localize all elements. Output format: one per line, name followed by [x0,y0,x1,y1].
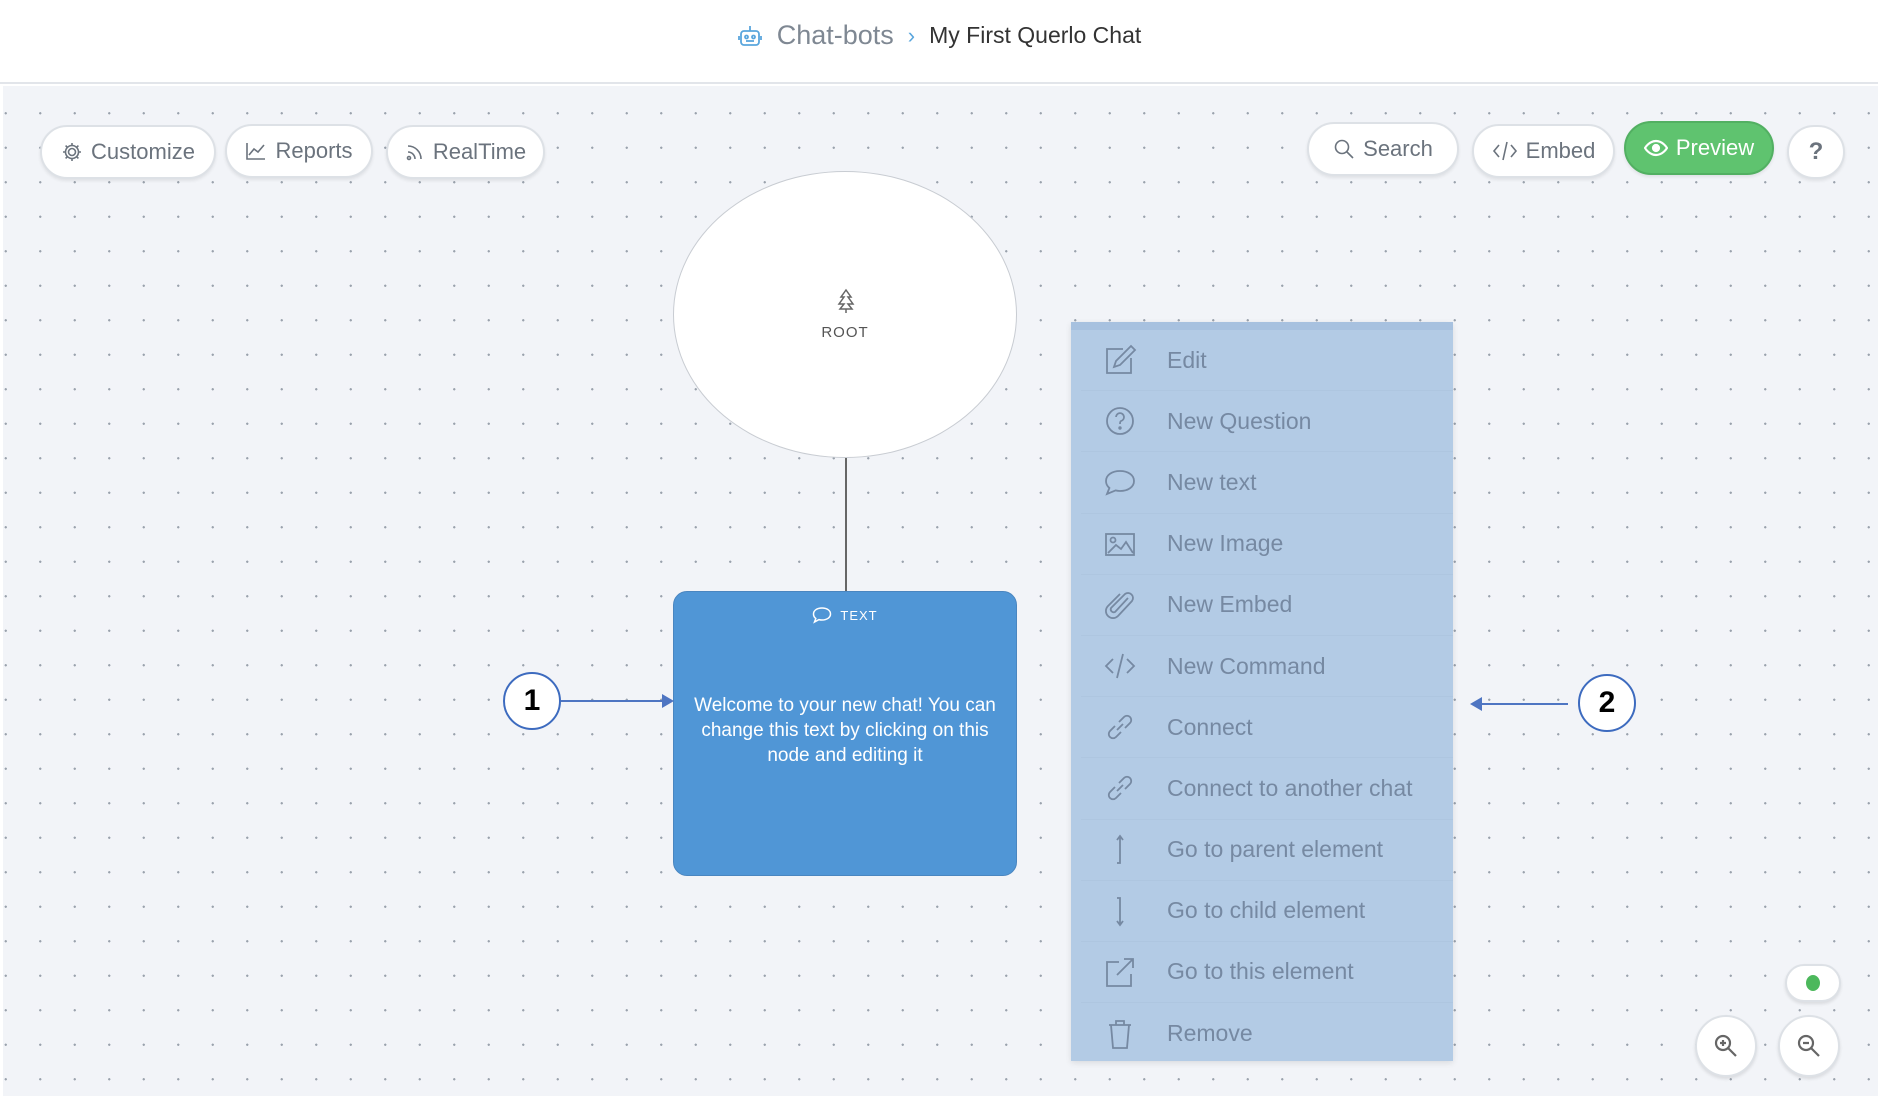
header: Chat-bots › My First Querlo Chat [0,0,1878,84]
menu-item-remove[interactable]: Remove [1081,1003,1453,1064]
zoom-in-button[interactable] [1695,1015,1757,1077]
root-label: ROOT [821,324,869,341]
menu-item-go-to-parent[interactable]: Go to parent element [1081,820,1453,881]
arrow-head-icon [1470,697,1482,711]
menu-item-edit[interactable]: Edit [1081,330,1453,392]
embed-button[interactable]: Embed [1472,124,1615,178]
menu-item-new-image[interactable]: New Image [1081,514,1453,575]
menu-label: Go to this element [1167,958,1354,985]
connector-line [845,458,847,591]
help-button[interactable]: ? [1787,125,1845,179]
tree-icon [837,288,855,313]
node-type: TEXT [674,606,1016,624]
reports-label: Reports [275,138,353,163]
menu-item-new-command[interactable]: New Command [1081,636,1453,698]
gear-icon [63,143,82,161]
menu-item-new-text[interactable]: New text [1081,452,1453,514]
status-toggle[interactable] [1785,964,1841,1002]
realtime-button[interactable]: RealTime [386,125,545,179]
menu-label: New Question [1167,407,1312,434]
callout-1-arrow [561,700,665,702]
menu-item-connect-another-chat[interactable]: Connect to another chat [1081,758,1453,820]
zoom-in-icon [1714,1034,1737,1057]
realtime-label: RealTime [432,139,527,164]
menu-label: New text [1167,468,1257,495]
external-link-icon [1106,958,1134,987]
menu-label: Remove [1167,1020,1253,1047]
context-menu: Edit New Question New text New Image New… [1071,322,1453,1061]
menu-item-go-to-child[interactable]: Go to child element [1081,881,1453,942]
image-icon [1105,532,1135,556]
menu-label: Connect [1167,713,1253,740]
menu-item-connect[interactable]: Connect [1081,697,1453,759]
code-icon [1104,653,1136,679]
trash-icon [1109,1019,1131,1049]
preview-label: Preview [1675,135,1755,160]
arrow-down-icon [1116,896,1124,927]
zoom-out-icon [1797,1034,1820,1057]
reports-button[interactable]: Reports [225,124,373,178]
link-icon [1107,776,1133,801]
menu-label: New Image [1167,530,1284,557]
speech-bubble-icon [1105,470,1135,497]
menu-item-go-to-this[interactable]: Go to this element [1081,942,1453,1004]
menu-label: New Embed [1167,591,1293,618]
breadcrumb-chat-bots[interactable]: Chat-bots [776,20,894,50]
zoom-out-button[interactable] [1778,1015,1840,1077]
node-message: Welcome to your new chat! You can change… [694,695,996,766]
customize-button[interactable]: Customize [40,125,216,179]
search-label: Search [1363,136,1433,161]
arrow-up-icon [1116,834,1124,864]
paperclip-icon [1105,591,1134,619]
chart-icon [246,143,266,160]
arrow-head-icon [662,694,674,708]
root-node[interactable]: ROOT [673,171,1017,458]
rss-icon [406,145,422,161]
breadcrumb-current: My First Querlo Chat [929,22,1142,48]
text-node[interactable]: TEXT Welcome to your new chat! You can c… [673,591,1017,876]
eye-icon [1643,139,1668,157]
question-icon [1106,407,1134,436]
node-type-label: TEXT [840,607,878,623]
customize-label: Customize [91,139,195,164]
robot-icon [737,25,762,46]
embed-label: Embed [1525,138,1596,163]
callout-2-arrow [1482,703,1568,705]
edit-icon [1106,344,1137,374]
callout-2: 2 [1578,674,1636,732]
menu-label: Connect to another chat [1167,774,1413,801]
preview-button[interactable]: Preview [1624,121,1774,175]
search-button[interactable]: Search [1307,122,1459,176]
menu-label: Edit [1167,346,1207,373]
chevron-right-icon: › [907,22,916,48]
breadcrumb: Chat-bots › My First Querlo Chat [0,20,1878,51]
callout-1: 1 [503,672,561,730]
link-icon [1107,715,1133,740]
code-icon [1492,141,1517,161]
search-icon [1334,139,1354,159]
menu-item-new-question[interactable]: New Question [1081,391,1453,453]
menu-label: Go to parent element [1167,836,1384,863]
menu-item-new-embed[interactable]: New Embed [1081,575,1453,636]
menu-label: New Command [1167,652,1326,679]
status-dot-icon [1806,975,1820,991]
speech-bubble-icon [813,607,832,624]
menu-label: Go to child element [1167,897,1366,924]
